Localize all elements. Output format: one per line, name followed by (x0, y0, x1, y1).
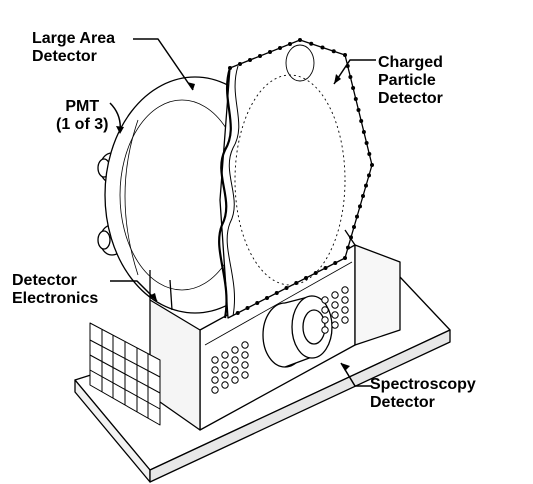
leader-lines (109, 38, 376, 387)
label-charged-particle-detector: Charged Particle Detector (378, 54, 443, 107)
label-pmt: PMT (1 of 3) (56, 98, 109, 133)
connector-holes (211, 286, 349, 394)
rivet-dots (228, 38, 374, 315)
label-detector-electronics: Detector Electronics (12, 272, 99, 307)
label-spectroscopy-detector: Spectroscopy Detector (370, 376, 476, 411)
electronics-panel (89, 322, 161, 426)
label-large-area-detector: Large Area Detector (32, 30, 115, 65)
leader-arrowheads (116, 74, 350, 371)
spectroscopy-cylinder (262, 295, 333, 368)
charged-particle-disk (218, 39, 373, 319)
